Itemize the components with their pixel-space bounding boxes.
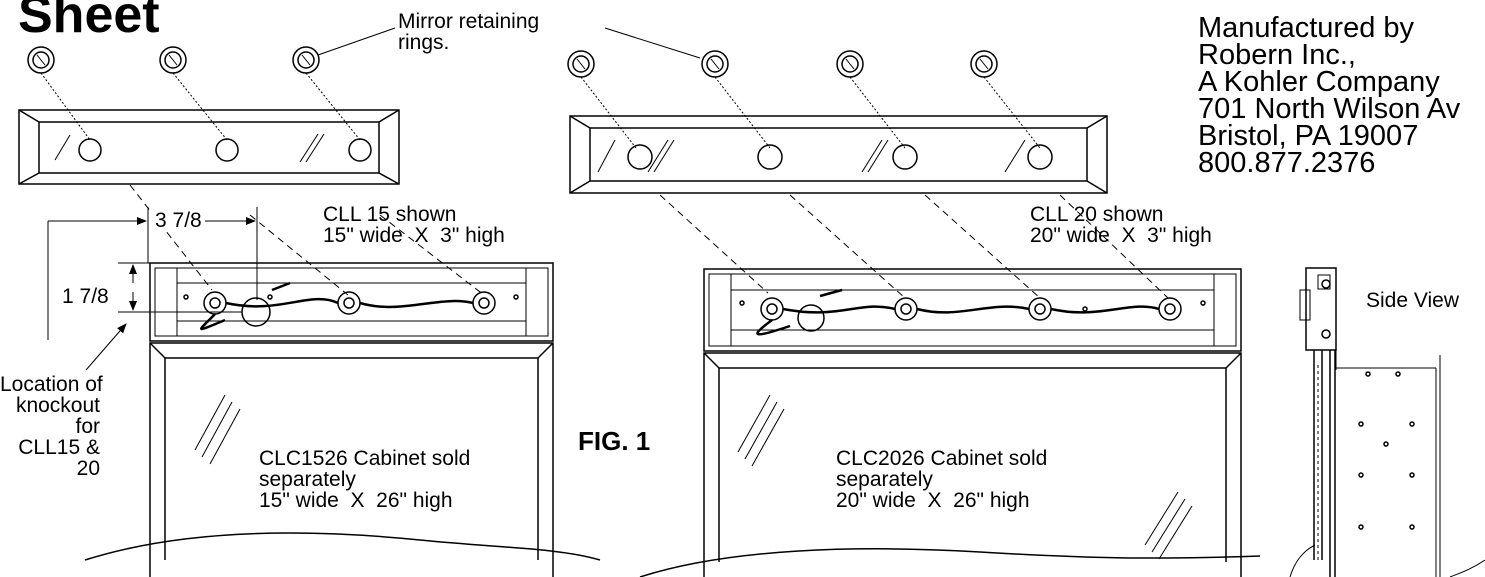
mirror-rings-leader-right <box>604 27 701 59</box>
manufacturer-line: 800.877.2376 <box>1198 147 1376 178</box>
mirror-rings-label: Mirror retaining rings. <box>398 10 540 54</box>
knockout-leader <box>85 323 127 371</box>
side-view-label: Side View <box>1366 289 1460 312</box>
side-view <box>1289 267 1485 577</box>
ring-guide-lines-right <box>580 76 1041 149</box>
figure-label: FIG. 1 <box>578 426 651 456</box>
right-mirror <box>569 115 1108 194</box>
right-cabinet-label: CLC2026 Cabinet sold separately 20" wide… <box>836 447 1048 512</box>
ring-guide-lines <box>40 72 361 141</box>
sheet-title: Sheet <box>18 0 160 44</box>
manufacturer-line: A Kohler Company <box>1198 66 1440 98</box>
manufacturer-block: Manufactured by Robern Inc., A Kohler Co… <box>1198 15 1485 177</box>
mirror-rings-leader <box>317 27 396 56</box>
manufacturer-line: Robern Inc., <box>1198 39 1356 71</box>
manufacturer-line: Manufactured by <box>1198 15 1415 44</box>
manufacturer-line: 701 North Wilson Av <box>1198 93 1461 125</box>
retaining-ring <box>836 50 864 78</box>
retaining-ring <box>701 50 729 78</box>
right-projection-lines <box>659 194 1169 299</box>
knockout-label: Location of knockout for CLL15 & 20 <box>0 373 103 480</box>
left-light-label: CLL 15 shown 15" wide X 3" high <box>323 203 505 247</box>
left-mirror <box>18 109 400 185</box>
manufacturer-line: Bristol, PA 19007 <box>1198 120 1419 152</box>
left-projection-lines <box>129 184 485 296</box>
retaining-ring <box>159 46 187 74</box>
right-cabinet <box>639 352 1261 577</box>
retaining-ring <box>292 46 320 74</box>
right-light-label: CLL 20 shown 20" wide X 3" high <box>1030 203 1212 247</box>
dimension-height-label: 1 7/8 <box>62 285 109 308</box>
dimension-height <box>118 262 242 313</box>
right-light-fixture <box>703 268 1242 352</box>
dimension-width <box>47 207 258 340</box>
retaining-ring <box>567 50 595 78</box>
left-cabinet-label: CLC1526 Cabinet sold separately 15" wide… <box>259 447 471 512</box>
left-cabinet <box>84 342 601 577</box>
dimension-width-label: 3 7/8 <box>152 210 205 231</box>
retaining-ring <box>970 50 998 78</box>
retaining-ring <box>27 46 55 74</box>
left-light-fixture <box>149 262 554 342</box>
